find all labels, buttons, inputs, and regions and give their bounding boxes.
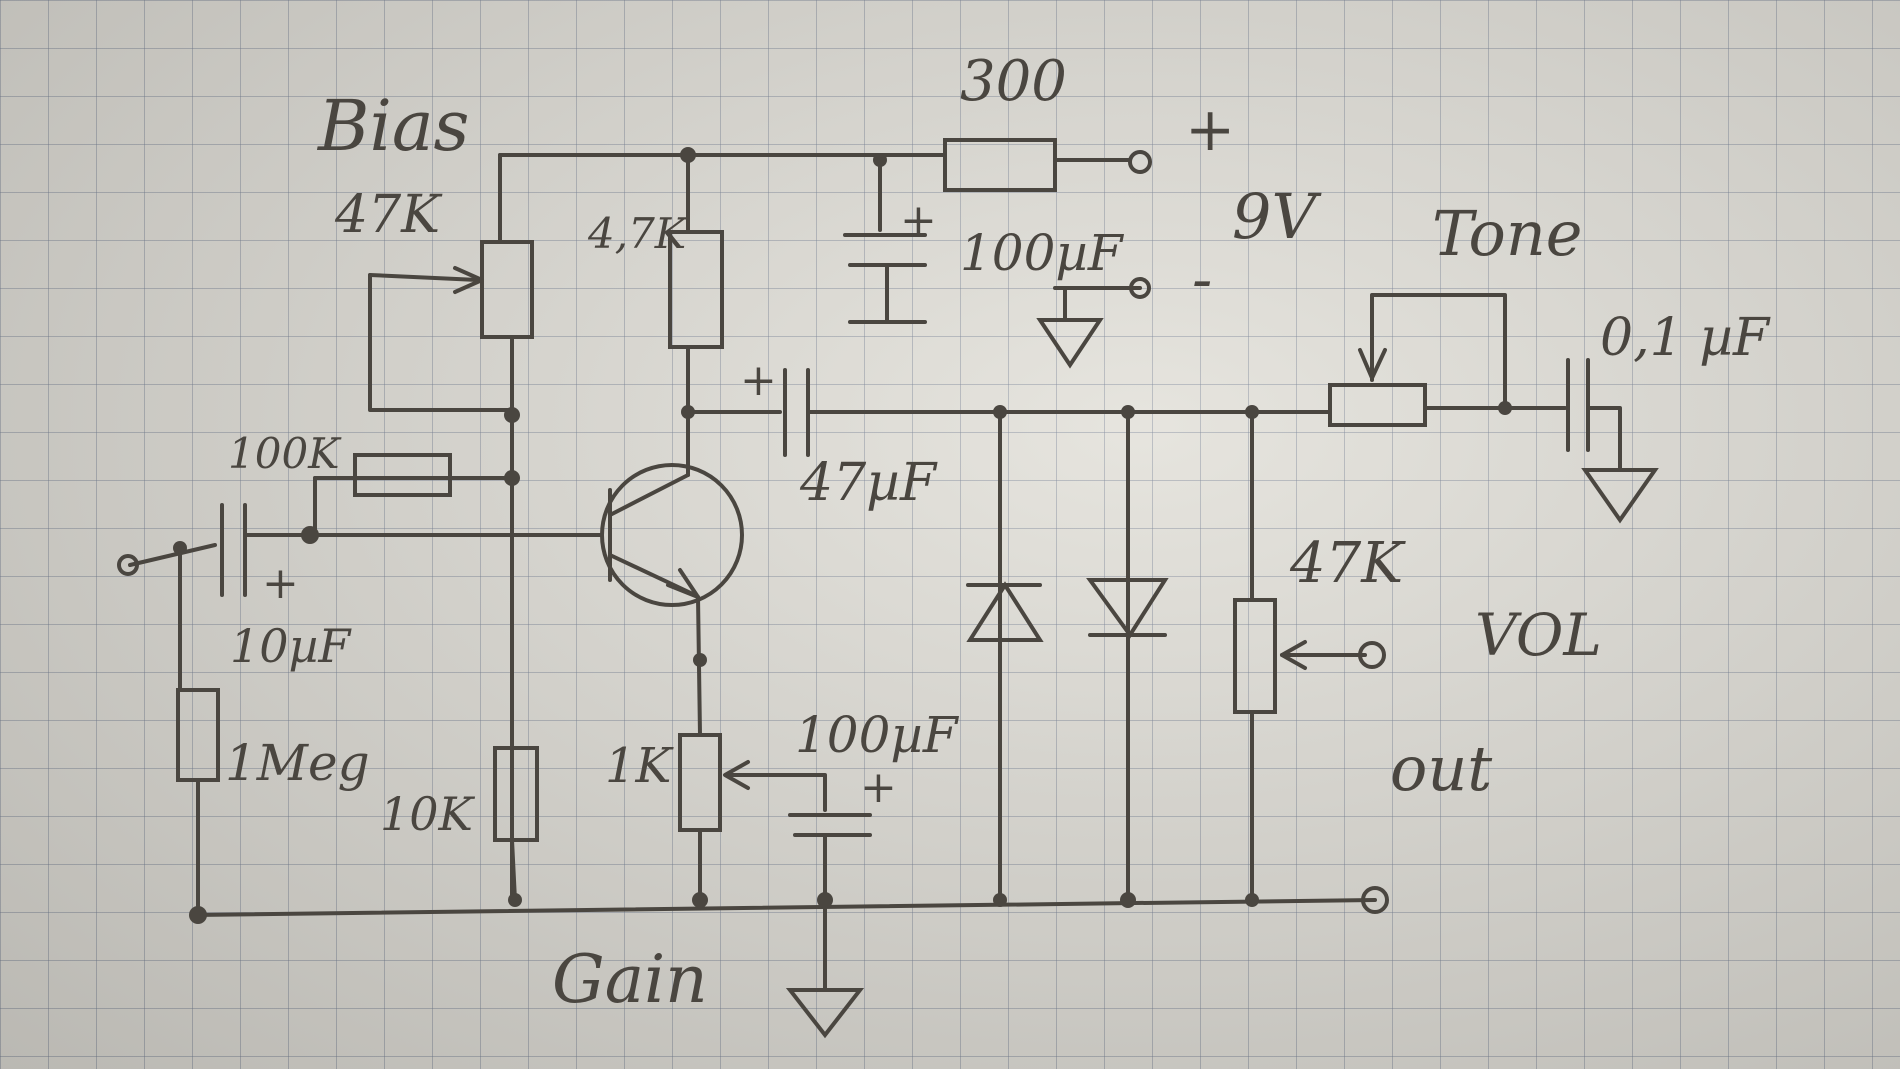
diode-2 <box>1086 578 1169 639</box>
label-r10k: 10K <box>380 787 476 841</box>
label-r1meg: 1Meg <box>225 734 370 792</box>
label-out: out <box>1390 732 1492 805</box>
bias-pot <box>480 240 534 339</box>
resistor-10k <box>493 746 539 842</box>
label-gain: Gain <box>552 941 708 1018</box>
vol-output-terminal[interactable] <box>1358 641 1386 669</box>
resistor-300 <box>943 138 1057 192</box>
volume-pot <box>1233 598 1277 714</box>
plus-mark-supply-cap: + <box>900 195 937 246</box>
label-bias-pot: 47K <box>334 185 443 245</box>
out-ground-terminal[interactable] <box>1361 886 1389 914</box>
label-supply-minus: - <box>1192 245 1212 315</box>
resistor-1meg <box>176 688 220 782</box>
input-terminal[interactable] <box>117 554 139 576</box>
tone-pot <box>1328 383 1427 427</box>
label-c-input: 10µF <box>230 619 352 673</box>
label-c-supply: 100µF <box>960 224 1125 282</box>
label-vol-pot: 47K <box>1289 531 1406 596</box>
label-c-emitter: 100µF <box>795 706 960 764</box>
plus-mark-coupling-cap: + <box>740 355 777 406</box>
collector-resistor <box>668 230 724 349</box>
npn-transistor <box>600 463 744 607</box>
diode-1 <box>966 581 1044 642</box>
label-c-tone: 0,1 µF <box>1600 308 1771 368</box>
label-supply-plus: + <box>1185 95 1235 165</box>
plus-mark-emitter-cap: + <box>860 762 897 813</box>
resistor-100k <box>353 453 452 497</box>
label-r100k: 100K <box>228 429 342 478</box>
label-r300: 300 <box>960 49 1067 114</box>
ground-symbol-gain <box>785 988 865 1039</box>
label-bias: Bias <box>316 85 469 167</box>
plus-mark-input-cap: + <box>262 558 299 609</box>
label-gain-pot: 1K <box>605 738 675 794</box>
ground-symbol-tone <box>1581 468 1659 524</box>
label-supply-voltage: 9V <box>1232 180 1322 253</box>
label-c-coupling-out: 47µF <box>799 453 938 513</box>
ground-symbol-supply <box>1036 318 1104 369</box>
supply-plus-terminal[interactable] <box>1128 150 1152 174</box>
label-tone: Tone <box>1432 197 1583 270</box>
label-collector-res: 4,7K <box>587 209 689 258</box>
ground-rail <box>193 898 1377 917</box>
gain-pot <box>678 733 722 832</box>
label-vol: VOL <box>1475 601 1602 669</box>
supply-minus-terminal[interactable] <box>1129 277 1151 299</box>
